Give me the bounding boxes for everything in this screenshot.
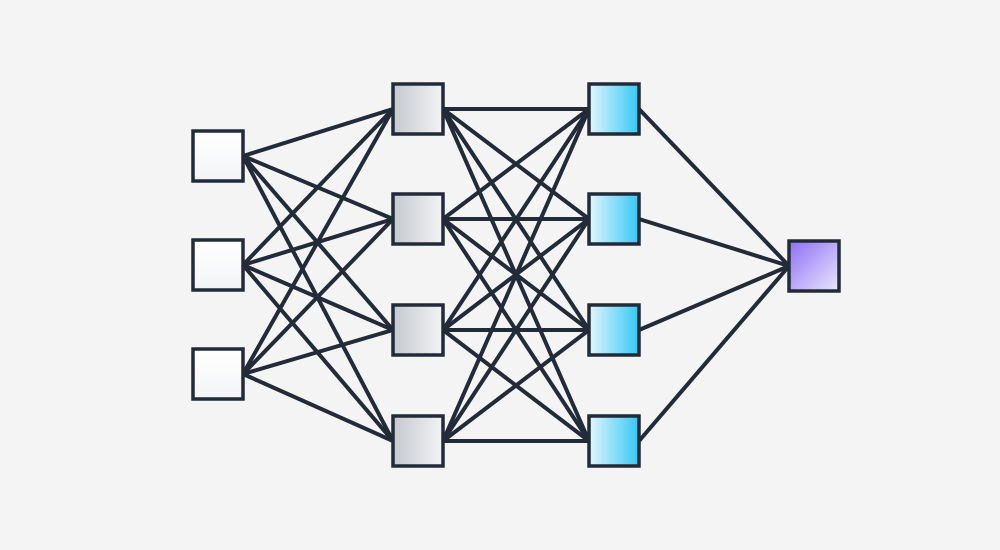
- edge-input-layer-2-to-hidden-layer-1-1: [241, 107, 395, 267]
- hidden-layer-1-node-4: [391, 414, 445, 468]
- hidden-layer-2-node-2: [587, 192, 641, 246]
- input-layer-node-1: [191, 129, 245, 183]
- network-nodes: [191, 82, 841, 468]
- edge-input-layer-1-to-hidden-layer-1-1: [241, 107, 395, 158]
- output-layer-node-1: [787, 239, 841, 293]
- connection-edges: [241, 107, 791, 443]
- edge-hidden-layer-2-4-to-output-layer-1: [637, 264, 791, 443]
- edge-hidden-layer-1-2-to-hidden-layer-2-1: [441, 107, 591, 221]
- edge-hidden-layer-1-4-to-hidden-layer-2-2: [441, 217, 591, 443]
- input-layer-node-3: [191, 347, 245, 401]
- hidden-layer-2-node-4: [587, 414, 641, 468]
- edge-hidden-layer-1-4-to-hidden-layer-2-3: [441, 328, 591, 443]
- edge-input-layer-3-to-hidden-layer-1-3: [241, 328, 395, 376]
- edge-input-layer-3-to-hidden-layer-1-2: [241, 217, 395, 376]
- edge-hidden-layer-2-3-to-output-layer-1: [637, 264, 791, 332]
- hidden-layer-2-node-1: [587, 82, 641, 136]
- edge-input-layer-3-to-hidden-layer-1-4: [241, 372, 395, 443]
- edge-hidden-layer-1-3-to-hidden-layer-2-1: [441, 107, 591, 332]
- hidden-layer-1-node-1: [391, 82, 445, 136]
- edge-hidden-layer-2-1-to-output-layer-1: [637, 107, 791, 268]
- input-layer-node-2: [191, 238, 245, 292]
- hidden-layer-1-node-2: [391, 192, 445, 246]
- edge-hidden-layer-2-2-to-output-layer-1: [637, 217, 791, 268]
- hidden-layer-1-node-3: [391, 303, 445, 357]
- hidden-layer-2-node-3: [587, 303, 641, 357]
- edge-input-layer-3-to-hidden-layer-1-1: [241, 107, 395, 376]
- edge-hidden-layer-1-4-to-hidden-layer-2-1: [441, 107, 591, 443]
